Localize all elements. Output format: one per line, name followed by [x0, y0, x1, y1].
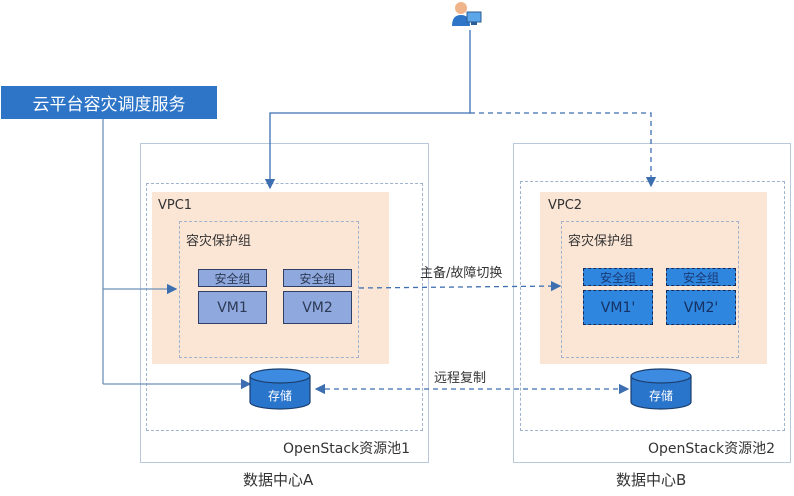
- replication-label: 远程复制: [434, 371, 487, 386]
- vm-a2: VM2: [283, 291, 352, 324]
- storage-b-icon: [630, 368, 692, 410]
- security-group-a2: 安全组: [283, 269, 352, 287]
- security-group-a1: 安全组: [198, 269, 267, 287]
- datacenter-a-label: 数据中心A: [243, 471, 314, 489]
- resource-pool-1: [146, 183, 423, 431]
- storage-a-icon: [249, 368, 311, 410]
- dr-group-a-label: 容灾保护组: [186, 234, 252, 249]
- vm-b2: VM2': [666, 290, 736, 325]
- storage-b-label: 存储: [648, 388, 673, 403]
- vm-a1: VM1: [198, 291, 267, 324]
- datacenter-b-frame: [513, 143, 791, 463]
- datacenter-a-frame: [140, 143, 429, 463]
- security-group-b1: 安全组: [583, 268, 653, 286]
- dr-group-b: [561, 221, 739, 358]
- dr-group-b-label: 容灾保护组: [568, 234, 634, 249]
- vpc-2-label: VPC2: [548, 198, 583, 213]
- storage-a-label: 存储: [267, 388, 292, 403]
- datacenter-b-label: 数据中心B: [616, 471, 687, 489]
- vpc-1-label: VPC1: [158, 198, 193, 213]
- failover-label: 主备/故障切换: [420, 266, 503, 281]
- pool-2-label: OpenStack资源池2: [648, 441, 776, 457]
- security-group-b2: 安全组: [666, 268, 736, 286]
- dr-scheduling-service: 云平台容灾调度服务: [1, 86, 217, 119]
- user-computer-icon: [452, 2, 482, 26]
- pool-1-label: OpenStack资源池1: [283, 441, 411, 457]
- dr-group-a: [179, 221, 359, 358]
- vm-b1: VM1': [583, 290, 653, 325]
